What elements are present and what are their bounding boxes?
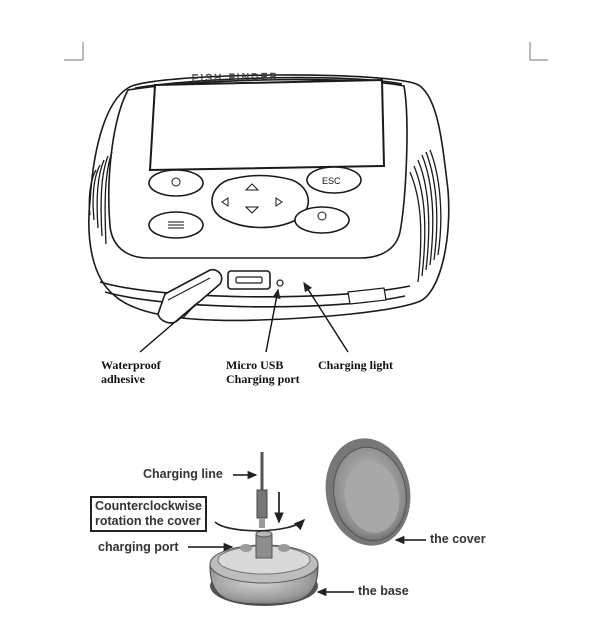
charging-port-label: charging port: [98, 540, 179, 554]
top-callouts: [139, 281, 349, 353]
charging-light-label: Charging light: [318, 358, 394, 372]
rotation-arrow: [214, 518, 306, 532]
brand-text: FISH FINDER: [192, 72, 279, 85]
left-grip: [88, 151, 113, 245]
waterproof-label-line2: adhesive: [101, 372, 146, 386]
bottom-callouts: [188, 470, 426, 597]
rotation-label-line1: Counterclockwise: [95, 499, 202, 513]
right-grip: [409, 149, 442, 283]
usb-port-label-line1: Micro USB: [226, 358, 284, 372]
charging-line-label: Charging line: [143, 467, 223, 481]
rotation-label-box: Counterclockwise rotation the cover: [90, 496, 207, 532]
rotation-label-line2: rotation the cover: [95, 514, 201, 528]
charging-cable: [256, 452, 284, 528]
sensor-base: [209, 530, 319, 606]
sensor-cover: [325, 438, 411, 546]
crop-marks: [64, 42, 548, 61]
waterproof-label-line1: Waterproof: [101, 358, 161, 372]
usb-port-label: Micro USB Charging port: [226, 358, 300, 386]
cover-label: the cover: [430, 532, 486, 546]
usb-port-label-line2: Charging port: [226, 372, 300, 386]
base-label: the base: [358, 584, 409, 598]
fish-finder-device: [88, 74, 450, 324]
waterproof-label: Waterproof adhesive: [101, 358, 161, 386]
esc-label: ESC: [322, 176, 341, 186]
